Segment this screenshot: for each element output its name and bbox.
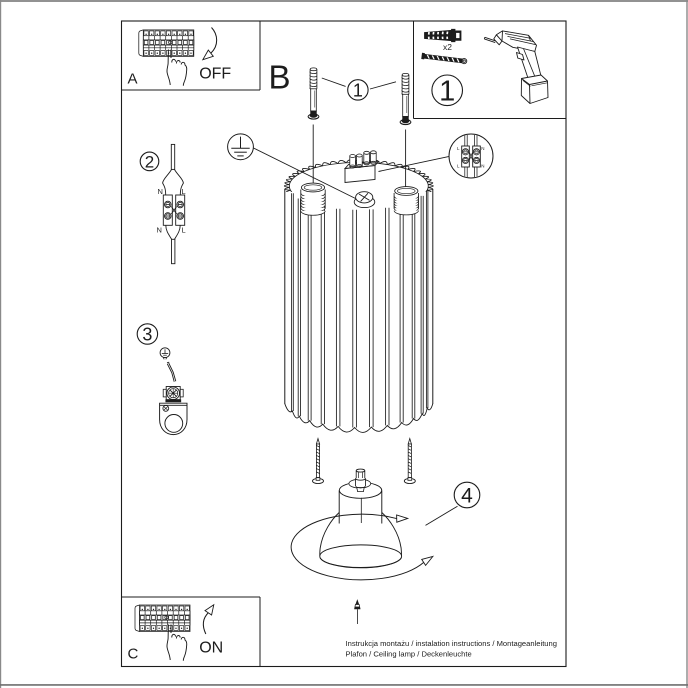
svg-text:3: 3 — [142, 325, 152, 345]
svg-text:Instrukcja montażu / instalati: Instrukcja montażu / instalation instruc… — [346, 639, 557, 648]
svg-text:N: N — [481, 163, 484, 168]
svg-text:C: C — [128, 646, 139, 663]
svg-text:A: A — [128, 71, 138, 88]
svg-text:B: B — [269, 59, 291, 96]
svg-text:1: 1 — [439, 76, 455, 108]
svg-text:N: N — [158, 187, 163, 196]
svg-text:L: L — [457, 163, 460, 168]
svg-text:L: L — [457, 146, 460, 151]
svg-text:4: 4 — [461, 485, 473, 508]
svg-text:1: 1 — [353, 80, 363, 100]
svg-text:ON: ON — [199, 639, 223, 656]
svg-text:x2: x2 — [443, 42, 452, 52]
svg-text:L: L — [182, 187, 186, 196]
svg-text:N: N — [157, 226, 162, 235]
svg-text:N: N — [481, 146, 484, 151]
svg-text:2: 2 — [145, 153, 154, 172]
svg-text:Plafon / Ceiling lamp / Decken: Plafon / Ceiling lamp / Deckenleuchte — [346, 650, 472, 659]
svg-text:OFF: OFF — [199, 65, 231, 82]
svg-text:L: L — [182, 226, 186, 235]
